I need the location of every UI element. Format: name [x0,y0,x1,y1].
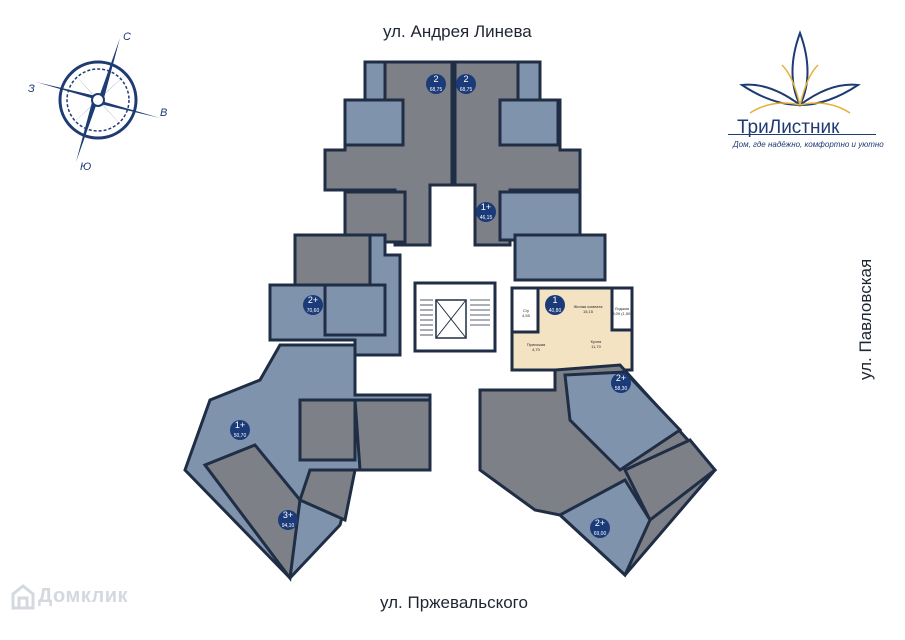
trilistnik-logo-icon [739,30,861,114]
compass-east: В [160,107,167,119]
badge-area: 58,30 [615,386,628,392]
street-label-right-text: ул. Павловская [856,258,875,380]
compass-rose-icon: С З В Ю [28,31,167,170]
room-label: С/у [523,308,529,313]
apartment-badge: 1 40,80 [545,295,565,315]
room-area: 4,55 [522,313,531,318]
badge-rooms: 2+ [616,373,626,383]
badge-area: 46,15 [480,215,493,221]
apartment-badge: 2 68,75 [426,74,446,94]
brand-name: ТриЛистник [737,117,840,138]
badge-rooms: 2+ [595,518,605,528]
compass-west: З [28,83,35,95]
badge-area: 68,75 [430,87,443,93]
central-core [413,281,497,353]
street-label-top: ул. Андрея Линева [383,22,532,41]
room-area: 3,00 (1,50) [612,311,632,316]
wing-top-left [323,60,454,247]
apartment-badge: 2 68,75 [456,74,476,94]
badge-rooms: 2 [433,74,438,84]
compass-north: С [123,31,131,43]
domclick-house-icon [11,584,35,610]
compass-south: Ю [80,161,91,170]
apartment-badge: 2+ 70,60 [303,295,323,315]
wing-top-right [453,60,582,247]
badge-rooms: 2 [463,74,468,84]
street-label-right: ул. Павловская [856,258,886,382]
badge-rooms: 3+ [283,510,293,520]
apartment-badge: 1+ 50,70 [230,420,250,440]
apartment-badge: 3+ 94,10 [278,510,298,530]
badge-area: 50,70 [234,433,247,439]
room-area: 4,70 [532,347,541,352]
badge-area: 40,80 [549,308,562,314]
badge-rooms: 1+ [235,420,245,430]
room-label: Лоджия [615,306,629,311]
apartment-badge: 1+ 46,15 [476,202,496,222]
badge-area: 70,60 [307,308,320,314]
room-area: 11,70 [591,344,601,349]
badge-rooms: 1 [552,295,557,305]
room-label: Кухня [591,339,602,344]
badge-area: 69,00 [594,531,607,537]
wing-left-lower [183,343,432,582]
apartment-badge: 2+ 58,30 [611,373,631,393]
badge-area: 68,75 [460,87,473,93]
brand-divider [728,134,876,135]
badge-area: 94,10 [282,523,295,529]
apartment-badge: 2+ 69,00 [590,518,610,538]
brand-tagline: Дом, где надёжно, комфортно и уютно [733,140,884,149]
room-area: 15,15 [583,309,594,314]
street-label-bottom: ул. Пржевальского [380,593,528,612]
wing-right-lower [478,363,718,578]
room-label: Жилая комната [574,304,604,309]
room-label: Прихожая [527,342,546,347]
wing-left-upper [268,233,402,357]
wing-right-upper [510,233,634,372]
badge-rooms: 1+ [481,202,491,212]
badge-rooms: 2+ [308,295,318,305]
watermark: Домклик [38,585,129,607]
